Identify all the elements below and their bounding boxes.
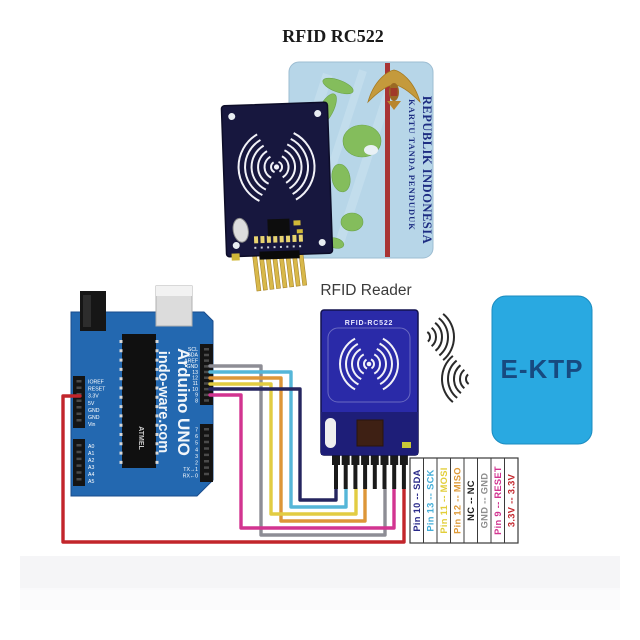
reader-chip <box>356 419 384 447</box>
svg-text:RESET: RESET <box>88 387 106 393</box>
radio-waves-right <box>393 306 455 368</box>
svg-text:GND: GND <box>88 415 100 421</box>
chip-label: ATMEL <box>137 426 144 450</box>
wire-miso <box>208 376 367 523</box>
wire-reset <box>208 393 396 530</box>
radio-waves-icon <box>393 306 503 410</box>
svg-text:4: 4 <box>195 447 198 453</box>
svg-text:5V: 5V <box>88 401 95 407</box>
garuda-emblem <box>367 69 421 110</box>
reader-label: RFID Reader <box>320 282 411 299</box>
mounting-holes <box>228 110 326 249</box>
svg-text:A5: A5 <box>88 479 94 485</box>
svg-text:A3: A3 <box>88 465 94 471</box>
wiring-table-labels: Pin 10 -- SDA Pin 13 -- SCK Pin 11 -- MO… <box>412 466 517 535</box>
reader-module-label: RFID-RC522 <box>345 320 393 327</box>
svg-text:Vin: Vin <box>88 422 96 428</box>
arduino-board: ATMEL Arduino UNO indo-ware.com SCL SDA … <box>70 285 214 497</box>
wire-3v3 <box>61 394 406 544</box>
wire-gnd <box>208 364 387 537</box>
wire-mosi <box>208 382 358 516</box>
svg-text:TX→1: TX→1 <box>183 467 198 473</box>
svg-text:7: 7 <box>195 428 198 434</box>
reader-crystal <box>325 418 336 448</box>
svg-text:12: 12 <box>192 376 198 382</box>
table-cell-reset: Pin 9 -- RESET <box>493 466 503 535</box>
table-cell-nc: NC -- NC <box>466 480 476 521</box>
svg-text:13: 13 <box>192 370 198 376</box>
radio-waves-left <box>441 348 503 410</box>
table-cell-mosi: Pin 11 -- MOSI <box>439 467 449 533</box>
reader-pin-header <box>332 448 408 489</box>
svg-text:2: 2 <box>195 461 198 467</box>
svg-text:A1: A1 <box>88 451 94 457</box>
table-cell-miso: Pin 12 -- MISO <box>453 467 463 534</box>
table-cell-gnd: GND -- GND <box>480 473 490 529</box>
ktp-title-line2: REPUBLIK INDONESIA <box>420 96 434 244</box>
svg-text:11: 11 <box>193 381 198 387</box>
antenna-icon <box>237 128 316 207</box>
table-cell-sda: Pin 10 -- SDA <box>412 469 422 531</box>
svg-text:IOREF: IOREF <box>88 380 104 386</box>
svg-text:A4: A4 <box>88 472 94 478</box>
rfid-module-top <box>220 101 334 292</box>
table-cell-sck: Pin 13 -- SCK <box>426 469 436 531</box>
svg-text:GND: GND <box>186 364 198 370</box>
digital-pin-labels-top: SCL SDA AREF GND 13 12 11 10 9 8 <box>184 347 198 404</box>
wire-sda <box>208 387 338 502</box>
rfid-reader-module: RFID-RC522 <box>320 309 419 489</box>
svg-text:A2: A2 <box>88 458 94 464</box>
reader-antenna-icon <box>339 334 399 394</box>
crystal-oscillator <box>232 217 249 243</box>
svg-text:5: 5 <box>195 441 198 447</box>
power-pin-labels: IOREF RESET 3.3V 5V GND GND Vin <box>88 380 106 429</box>
svg-text:10: 10 <box>192 387 198 393</box>
svg-text:3.3V: 3.3V <box>88 394 99 400</box>
svg-text:9: 9 <box>195 393 198 399</box>
svg-text:GND: GND <box>88 408 100 414</box>
svg-text:SCL: SCL <box>188 347 198 353</box>
chip <box>267 218 290 237</box>
analog-pin-labels: A0 A1 A2 A3 A4 A5 <box>88 444 94 485</box>
atmel-chip: ATMEL <box>119 334 159 468</box>
svg-text:3: 3 <box>195 454 198 460</box>
shadow-band <box>20 556 620 590</box>
svg-text:6: 6 <box>195 434 198 440</box>
ktp-title-line1: KARTU TANDA PENDUDUK <box>407 99 417 231</box>
jumper-wires <box>61 364 406 544</box>
arduino-brand-site: indo-ware.com <box>155 351 171 453</box>
digital-pin-labels-bottom: 7 6 5 4 3 2 TX→1 RX←0 <box>183 428 198 480</box>
arduino-brand: Arduino UNO <box>174 348 193 456</box>
table-cell-3v3: 3.3V -- 3.3V <box>507 473 517 527</box>
ektp-label: E-KTP <box>501 354 584 384</box>
wiring-table: Pin 10 -- SDA Pin 13 -- SCK Pin 11 -- MO… <box>409 457 519 544</box>
digital-header-bottom <box>200 424 213 482</box>
svg-text:SDA: SDA <box>187 353 198 359</box>
wire-sck <box>208 370 348 509</box>
page-title: RFID RC522 <box>282 26 384 46</box>
analog-header <box>73 439 85 486</box>
ektp-card: E-KTP <box>491 295 593 445</box>
svg-text:RX←0: RX←0 <box>183 474 198 480</box>
svg-text:AREF: AREF <box>184 358 198 364</box>
card-red-stripe <box>385 63 390 257</box>
svg-text:8: 8 <box>195 398 198 404</box>
svg-text:A0: A0 <box>88 444 94 450</box>
